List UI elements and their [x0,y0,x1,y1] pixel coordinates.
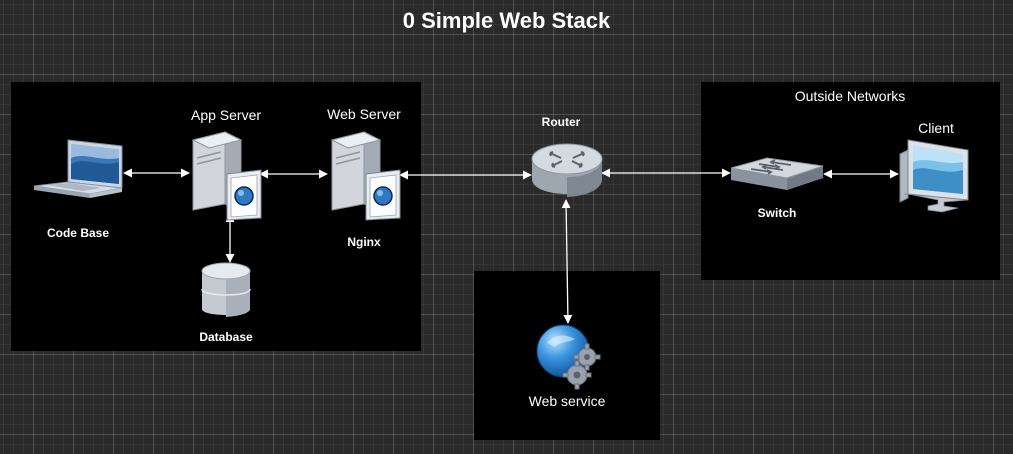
client-label: Client [918,120,954,136]
code-base-label: Code Base [46,226,110,240]
router-icon [531,143,603,197]
nginx-label: Nginx [347,235,381,249]
database-label: Database [199,330,253,344]
web-service-label: Web service [528,393,606,409]
router-label: Router [541,115,581,129]
web-server-label: Web Server [327,106,401,122]
web-server-icon [330,131,401,221]
diagram-title: 0 Simple Web Stack [402,8,611,33]
database-icon [201,262,251,317]
monitor-icon [899,139,969,213]
laptop-icon [33,139,123,198]
connector-router-webservice [561,199,573,324]
globe-gears-icon [536,324,601,390]
outside-networks-label: Outside Networks [794,88,906,104]
switch-label: Switch [757,206,797,220]
switch-icon [730,157,824,190]
app-server-label: App Server [190,107,262,123]
app-server-icon [191,131,262,221]
